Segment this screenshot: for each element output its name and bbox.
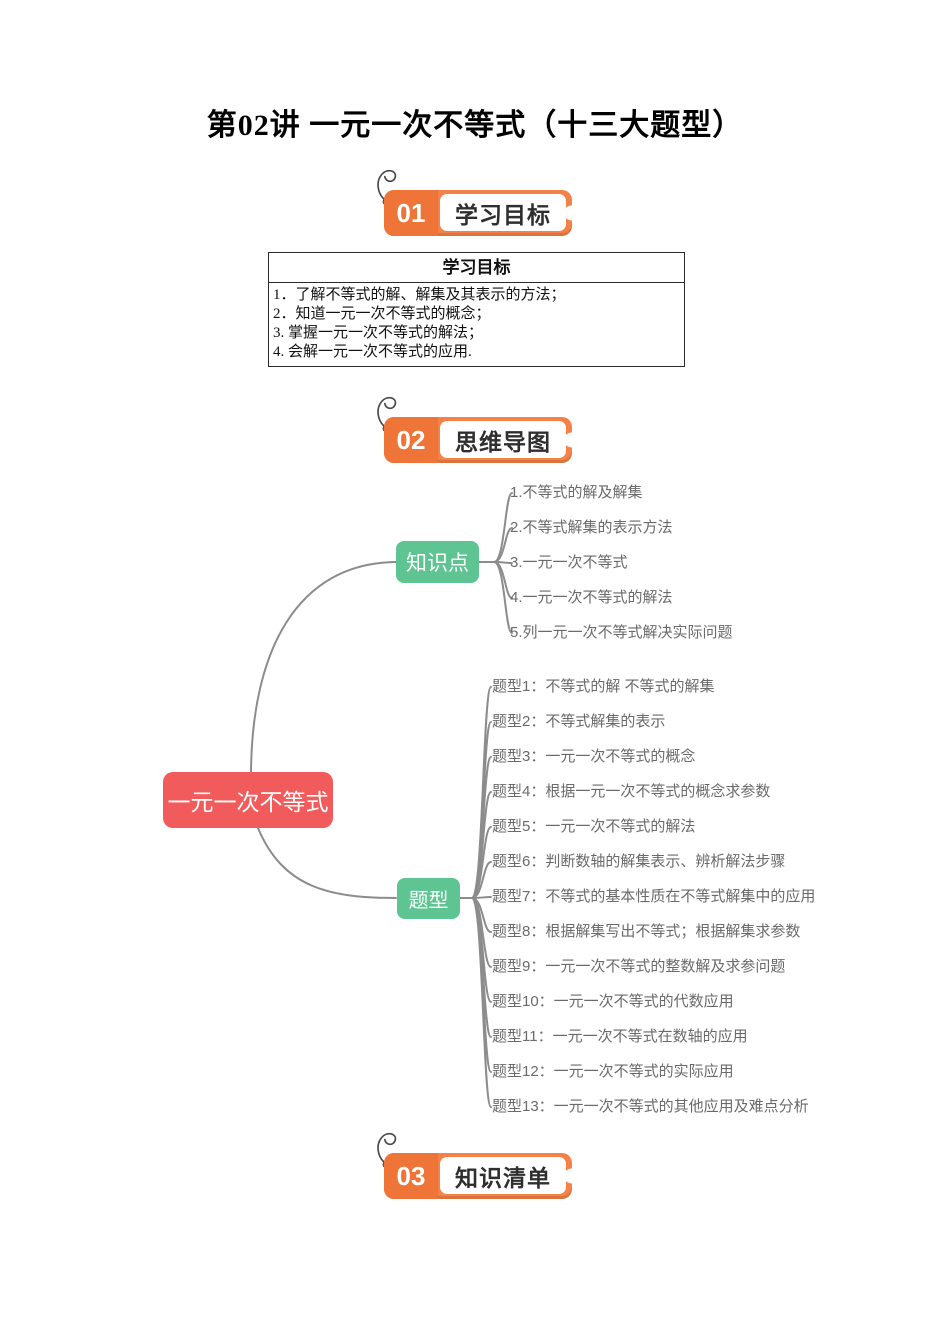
- mindmap-branch-knowledge: 知识点: [396, 541, 479, 583]
- goal-item: 3. 掌握一元一次不等式的解法；: [273, 325, 484, 341]
- question-type-item: 题型11：一元一次不等式在数轴的应用: [492, 1028, 748, 1045]
- question-type-item: 题型8：根据解集写出不等式；根据解集求参数: [492, 923, 801, 940]
- question-type-item: 题型13：一元一次不等式的其他应用及难点分析: [492, 1098, 809, 1115]
- question-type-item: 题型1：不等式的解 不等式的解集: [492, 678, 715, 695]
- section-number: 03: [384, 1153, 438, 1199]
- question-type-item: 题型6：判断数轴的解集表示、辨析解法步骤: [492, 853, 786, 870]
- question-type-item: 题型9：一元一次不等式的整数解及求参问题: [492, 958, 786, 975]
- question-type-item: 题型4：根据一元一次不等式的概念求参数: [492, 783, 771, 800]
- goals-table-body: 1．了解不等式的解、解集及其表示的方法； 2．知道一元一次不等式的概念； 3. …: [269, 283, 684, 366]
- knowledge-item: 4.一元一次不等式的解法: [510, 589, 673, 606]
- knowledge-item: 2.不等式解集的表示方法: [510, 519, 673, 536]
- badge-notch-decoration: [564, 432, 579, 448]
- section-number: 02: [384, 417, 438, 463]
- question-type-item: 题型2：不等式解集的表示: [492, 713, 666, 730]
- section-badge-03: 03 知识清单: [377, 1132, 579, 1199]
- section-label: 学习目标: [440, 194, 566, 231]
- mindmap-root-node: 一元一次不等式: [163, 772, 333, 828]
- mindmap-branch-question-types: 题型: [397, 878, 460, 919]
- page-title: 第02讲 一元一次不等式（十三大题型）: [206, 109, 744, 142]
- knowledge-item: 5.列一元一次不等式解决实际问题: [510, 624, 733, 641]
- badge-notch-decoration: [564, 205, 579, 221]
- section-label: 思维导图: [440, 421, 566, 458]
- goal-item: 1．了解不等式的解、解集及其表示的方法；: [273, 287, 566, 303]
- knowledge-item: 1.不等式的解及解集: [510, 484, 643, 501]
- goals-table-header: 学习目标: [269, 253, 684, 283]
- question-type-item: 题型3：一元一次不等式的概念: [492, 748, 696, 765]
- question-type-item: 题型5：一元一次不等式的解法: [492, 818, 696, 835]
- question-type-item: 题型10：一元一次不等式的代数应用: [492, 993, 734, 1010]
- question-type-item: 题型7：不等式的基本性质在不等式解集中的应用: [492, 888, 816, 905]
- question-type-item: 题型12：一元一次不等式的实际应用: [492, 1063, 734, 1080]
- knowledge-item: 3.一元一次不等式: [510, 554, 628, 571]
- section-badge-01: 01 学习目标: [377, 169, 579, 236]
- goal-item: 4. 会解一元一次不等式的应用.: [273, 344, 472, 360]
- badge-notch-decoration: [564, 1168, 579, 1184]
- section-number: 01: [384, 190, 438, 236]
- section-label: 知识清单: [440, 1157, 566, 1194]
- goal-item: 2．知道一元一次不等式的概念；: [273, 306, 491, 322]
- learning-goals-table: 学习目标 1．了解不等式的解、解集及其表示的方法； 2．知道一元一次不等式的概念…: [268, 252, 685, 367]
- section-badge-02: 02 思维导图: [377, 396, 579, 463]
